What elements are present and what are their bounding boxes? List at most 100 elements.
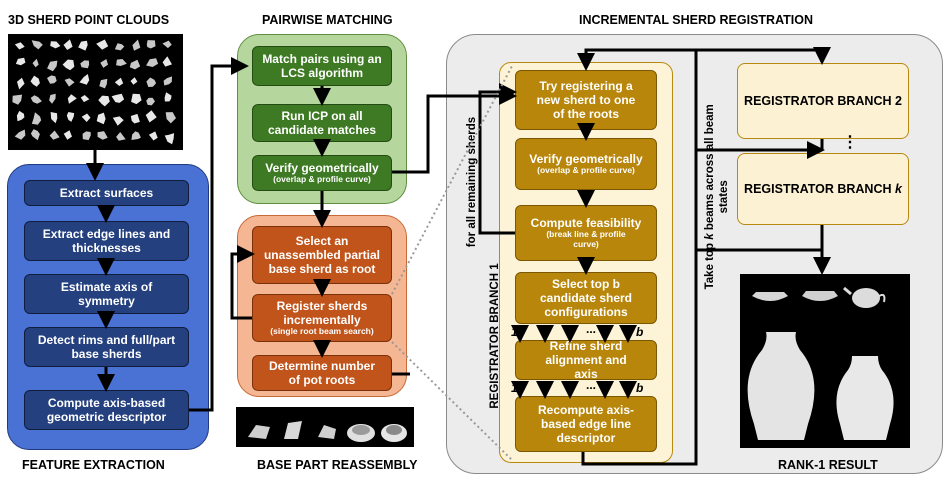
- sherd-fragment: [80, 95, 90, 103]
- sherd-fragment: [164, 92, 172, 102]
- sherd-fragment: [129, 59, 141, 70]
- sherd-fragment: [50, 41, 61, 49]
- fe-step-label: Extract edge lines and thicknesses: [42, 226, 171, 255]
- sherd-fragment: [131, 131, 141, 140]
- sherd-fragment: [81, 113, 91, 122]
- feature-extraction-title: FEATURE EXTRACTION: [22, 458, 165, 472]
- fe-step-label: Estimate axis of symmetry: [60, 279, 153, 308]
- sherd-fragment: [16, 110, 25, 122]
- take-top-k-vertical-label: Take top k beams across all beam states: [704, 104, 730, 290]
- base-part-image: [236, 407, 414, 447]
- pm-step-label: Run ICP on all candidate matches: [267, 108, 377, 137]
- b1-step-label: Recompute axis-based edge line descripto…: [537, 402, 635, 446]
- sherd-fragment: [49, 130, 60, 140]
- sherd-fragment: [12, 94, 23, 105]
- rank1-title: RANK-1 RESULT: [778, 458, 878, 472]
- beam-end-label-1: b: [636, 325, 644, 339]
- sherd-fragment: [164, 133, 175, 145]
- bp-step-register-incrementally: Register sherds incrementally (single ro…: [252, 294, 392, 342]
- loop-vertical-label: for all remaining sherds: [466, 116, 478, 248]
- fe-step-extract-edge-lines: Extract edge lines and thicknesses: [24, 221, 189, 261]
- sherd-fragment: [145, 110, 157, 123]
- sherd-fragment: [50, 112, 58, 124]
- sherd-fragment: [14, 42, 25, 50]
- beam-end-label-2: b: [636, 381, 644, 395]
- b1-step-label: Select top b candidate sherd configurati…: [539, 276, 633, 320]
- sherd-fragment: [131, 93, 142, 105]
- sherd-fragment: [112, 116, 124, 126]
- sherd-fragment: [96, 39, 109, 50]
- bp-step-label: Determine number of pot roots: [268, 358, 376, 387]
- sherd-fragment: [116, 132, 126, 141]
- beam-dots-2: ...: [586, 378, 597, 392]
- bp-step-label: Select an unassembled partial base sherd…: [263, 233, 381, 277]
- branch2-label: REGISTRATOR BRANCH 2: [744, 93, 902, 108]
- sherd-fragment: [162, 56, 172, 67]
- sherd-fragment: [100, 59, 108, 68]
- sherd-fragment: [165, 112, 176, 124]
- sherd-fragment: [146, 97, 155, 106]
- pairwise-title: PAIRWISE MATCHING: [262, 13, 393, 27]
- registrator-branch-2: REGISTRATOR BRANCH 2: [737, 63, 909, 139]
- sherd-fragment: [31, 40, 43, 50]
- sherd-fragment: [130, 77, 138, 85]
- sherd-fragment: [96, 112, 106, 125]
- pm-step-verify: Verify geometrically (overlap & profile …: [252, 155, 392, 191]
- sherd-fragment: [116, 59, 127, 66]
- sherd-fragment: [32, 58, 39, 68]
- sherd-fragment: [146, 40, 156, 49]
- sherd-fragment: [130, 113, 140, 124]
- sherd-fragment: [98, 95, 110, 107]
- beam-start-label-2: 1: [511, 381, 518, 395]
- bp-step-label: Register sherds incrementally: [276, 298, 368, 328]
- fe-step-label: Extract surfaces: [59, 185, 154, 200]
- sherd-fragment: [163, 76, 172, 86]
- branch1-vertical-label: REGISTRATOR BRANCH 1: [489, 263, 501, 409]
- sherd-fragment: [49, 93, 56, 104]
- branch-dots: ⋮: [842, 134, 858, 151]
- sherd-fragment: [132, 39, 141, 51]
- bp-step-determine-roots: Determine number of pot roots: [252, 355, 392, 391]
- sherd-point-clouds-image: [8, 34, 183, 150]
- sherd-fragment: [114, 43, 125, 51]
- b1-step-select-top-b: Select top b candidate sherd configurati…: [515, 272, 657, 324]
- b1-step-label: Try registering a new sherd to one of th…: [536, 78, 636, 122]
- b1-step-feasibility: Compute feasibility (break line & profil…: [515, 205, 657, 261]
- branchk-label: REGISTRATOR BRANCH k: [744, 181, 902, 196]
- bp-step-sublabel: (single root beam search): [270, 326, 374, 337]
- sherd-fragment: [99, 78, 108, 89]
- sherd-fragment: [17, 77, 25, 90]
- pm-step-run-icp: Run ICP on all candidate matches: [252, 104, 392, 142]
- pm-step-match-pairs: Match pairs using an LCS algorithm: [252, 46, 392, 86]
- sherd-fragments-icon: [12, 39, 176, 145]
- sherd-fragment: [146, 58, 159, 67]
- sherd-fragment: [148, 131, 158, 141]
- base-sherd-parts-icon: [248, 421, 407, 442]
- sherd-fragment: [47, 75, 57, 84]
- sherd-fragment: [47, 60, 58, 72]
- pm-step-sublabel: (overlap & profile curve): [273, 174, 371, 185]
- sherd-fragment: [15, 57, 26, 66]
- sherd-fragment: [97, 131, 108, 140]
- fe-step-detect-rims: Detect rims and full/part base sherds: [24, 327, 189, 367]
- b1-step-recompute: Recompute axis-based edge line descripto…: [515, 396, 657, 452]
- sherd-fragment: [67, 94, 77, 104]
- point-clouds-title: 3D SHERD POINT CLOUDS: [8, 13, 170, 27]
- sherd-fragment: [30, 95, 42, 104]
- b1-step-sublabel: (overlap & profile curve): [537, 165, 635, 176]
- sherd-fragment: [14, 129, 26, 140]
- sherd-fragment: [111, 93, 125, 103]
- sherd-fragment: [79, 74, 90, 85]
- fe-step-label: Compute axis-based geometric descriptor: [46, 395, 167, 424]
- registrator-branch-k: REGISTRATOR BRANCH k: [737, 153, 909, 225]
- pm-step-label: Verify geometrically: [265, 161, 379, 176]
- sherd-fragment: [30, 129, 40, 141]
- fe-step-label: Detect rims and full/part base sherds: [37, 332, 176, 361]
- b1-step-refine: Refine sherd alignment and axis: [515, 339, 657, 381]
- sherd-fragment: [162, 40, 172, 49]
- fe-step-estimate-axis: Estimate axis of symmetry: [24, 274, 189, 314]
- incremental-title: INCREMENTAL SHERD REGISTRATION: [579, 13, 814, 27]
- bp-step-select-root: Select an unassembled partial base sherd…: [252, 226, 392, 284]
- sherd-fragment: [114, 77, 124, 86]
- sherd-fragment: [62, 59, 75, 71]
